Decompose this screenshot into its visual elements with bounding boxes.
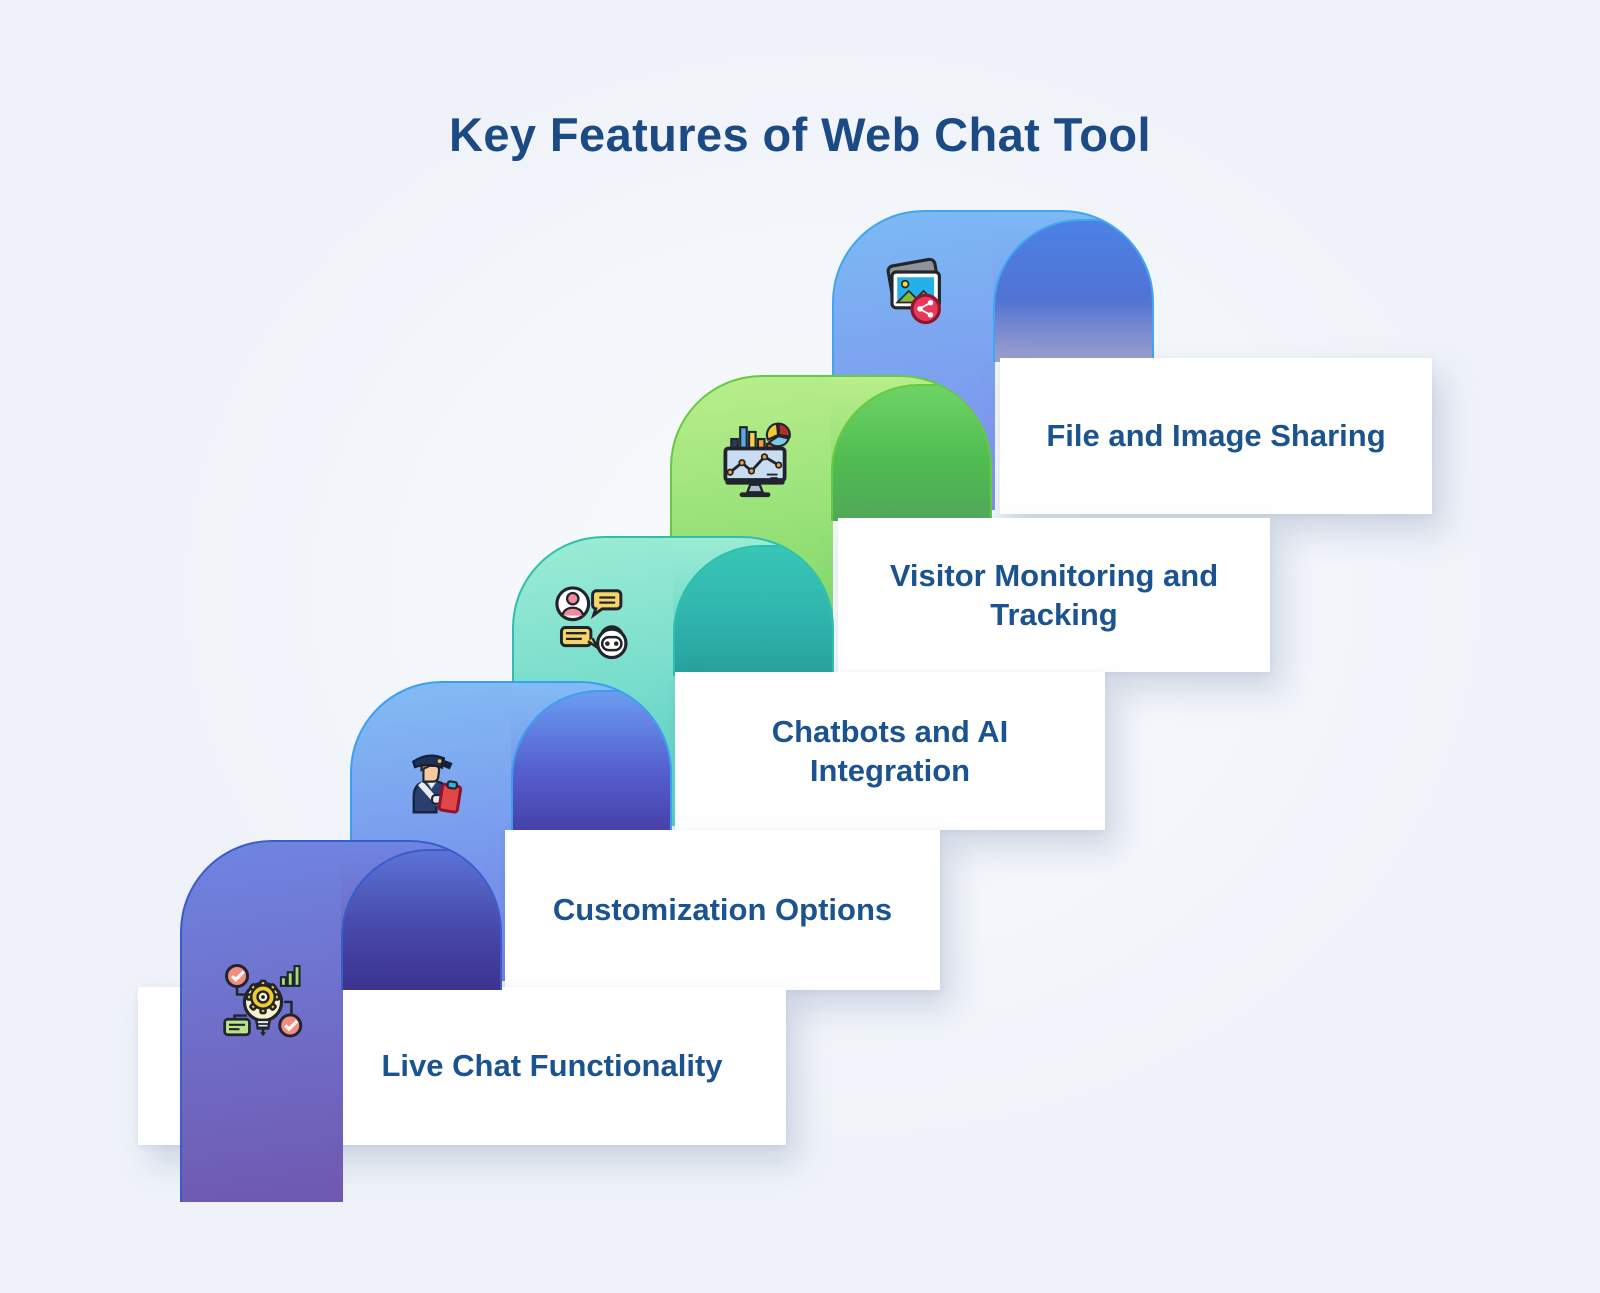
arch-band xyxy=(511,681,672,833)
feature-label: Visitor Monitoring and Tracking xyxy=(889,557,1219,632)
arch-tunnel xyxy=(673,545,832,676)
arch-tunnel xyxy=(511,690,670,833)
feature-label: Chatbots and AI Integration xyxy=(771,713,1009,788)
feature-card-customization: Customization Options xyxy=(505,830,940,990)
idea-settings-icon xyxy=(223,963,303,1038)
arch-band xyxy=(673,536,834,676)
page-title: Key Features of Web Chat Tool xyxy=(449,108,1151,162)
arch-tunnel xyxy=(341,849,500,990)
arch-tunnel xyxy=(831,384,990,521)
feature-card-file-image-sharing: File and Image Sharing xyxy=(1000,358,1432,514)
arch-tunnel xyxy=(993,219,1152,362)
agent-clipboard-icon xyxy=(411,754,463,814)
feature-label: File and Image Sharing xyxy=(1046,418,1386,454)
feature-label: Customization Options xyxy=(552,892,893,928)
feature-card-visitor-monitoring: Visitor Monitoring and Tracking xyxy=(838,518,1270,672)
feature-card-chatbots-ai: Chatbots and AI Integration xyxy=(675,672,1105,830)
image-sharing-icon xyxy=(886,257,941,325)
arch-band xyxy=(341,840,502,990)
analytics-monitor-icon xyxy=(723,422,791,498)
chatbot-conversation-icon xyxy=(555,586,628,660)
arch-band xyxy=(831,375,992,521)
arch-band xyxy=(993,210,1154,362)
feature-label: Live Chat Functionality xyxy=(381,1048,723,1084)
